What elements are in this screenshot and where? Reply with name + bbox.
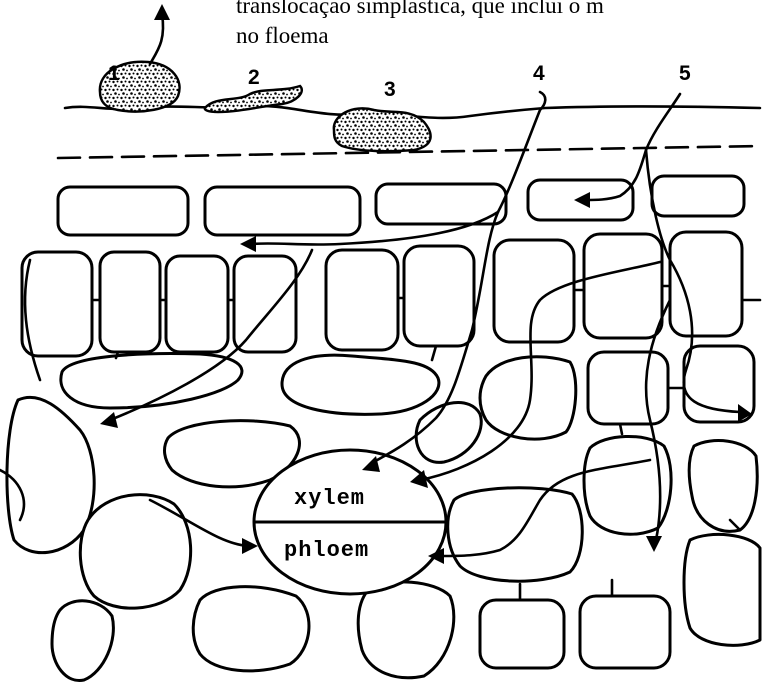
pathway-number-4: 4 <box>533 62 545 85</box>
cell <box>282 355 439 414</box>
cell <box>193 587 309 671</box>
xylem-label: xylem <box>294 486 365 511</box>
cell <box>358 582 454 678</box>
cell <box>480 600 564 668</box>
phloem-label: phloem <box>284 538 369 563</box>
cell <box>22 252 92 356</box>
cell <box>326 250 398 350</box>
cell <box>166 256 228 352</box>
cell <box>689 441 757 532</box>
cell <box>100 252 160 352</box>
cell <box>588 352 668 424</box>
pathway-4-branch-2-arrowhead <box>100 412 118 428</box>
pathway-number-3: 3 <box>384 78 396 101</box>
cell <box>416 403 481 463</box>
pathway-number-5: 5 <box>679 62 691 85</box>
cell <box>234 256 296 352</box>
pathway-number-2: 2 <box>248 66 260 89</box>
cell <box>584 234 662 338</box>
cell <box>61 354 242 408</box>
cell <box>58 187 188 235</box>
cell <box>52 601 113 681</box>
cell <box>580 596 670 668</box>
pathway-number-1: 1 <box>108 62 120 85</box>
cell <box>205 187 360 235</box>
cell <box>494 240 574 342</box>
cell <box>652 176 744 216</box>
soil-particle-3 <box>334 108 431 151</box>
cell <box>684 534 760 645</box>
pathway-5-line-4-arrowhead <box>646 536 662 552</box>
cell <box>7 397 94 552</box>
cell <box>480 357 576 439</box>
pathway-1-arrowhead <box>154 4 170 20</box>
cell <box>404 246 474 346</box>
pathway-1-arrow <box>150 14 163 64</box>
pathway-4-arrowhead <box>240 236 256 252</box>
cell <box>448 488 583 581</box>
